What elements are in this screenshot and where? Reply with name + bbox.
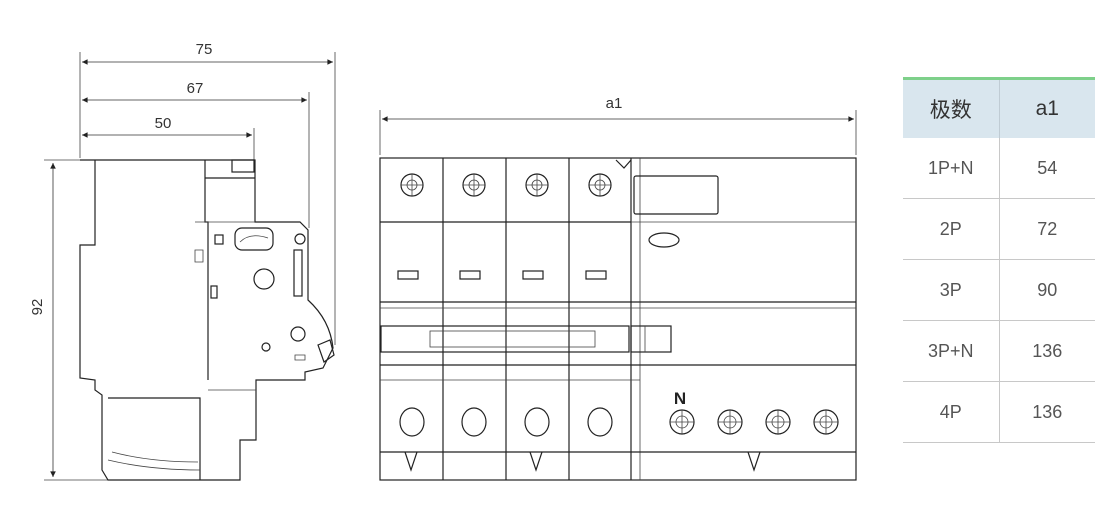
table-cell-poles: 2P <box>903 198 1000 260</box>
table-cell-a1: 90 <box>999 259 1095 321</box>
table-cell-poles: 3P+N <box>903 320 1000 382</box>
operating-handle-bar <box>380 325 630 353</box>
side-view-outline <box>79 159 334 481</box>
table-cell-a1: 54 <box>999 138 1095 199</box>
table-row: 3P 90 <box>903 259 1095 321</box>
dim-label-92: 92 <box>29 299 46 316</box>
dim-label-50: 50 <box>155 115 172 132</box>
table-cell-a1: 136 <box>999 320 1095 382</box>
top-terminal-screws <box>400 173 612 197</box>
table-cell-poles: 3P <box>903 259 1000 321</box>
table-row: 3P+N 136 <box>903 320 1095 382</box>
dim-label-67: 67 <box>187 80 204 97</box>
front-view: a1 <box>379 95 857 481</box>
pole-width-table: 极数 a1 1P+N 54 2P 72 3P 90 3P+N 136 4P 13… <box>903 77 1095 443</box>
dim-label-75: 75 <box>196 41 213 58</box>
breaker-body <box>379 157 857 481</box>
dim-label-a1: a1 <box>606 95 623 112</box>
bottom-terminals <box>399 407 613 437</box>
table-header-poles: 极数 <box>903 78 1000 138</box>
table-header-a1: a1 <box>999 78 1095 138</box>
rcd-terminal-screws <box>669 409 839 435</box>
neutral-label: N <box>674 389 686 408</box>
table-cell-a1: 72 <box>999 198 1095 260</box>
table-row: 2P 72 <box>903 198 1095 260</box>
table-cell-a1: 136 <box>999 381 1095 443</box>
table-row: 1P+N 54 <box>903 138 1095 199</box>
side-view: 75 67 50 92 <box>29 41 336 481</box>
table-cell-poles: 1P+N <box>903 138 1000 199</box>
table-header-row: 极数 a1 <box>903 78 1095 138</box>
table-cell-poles: 4P <box>903 381 1000 443</box>
table-row: 4P 136 <box>903 381 1095 443</box>
